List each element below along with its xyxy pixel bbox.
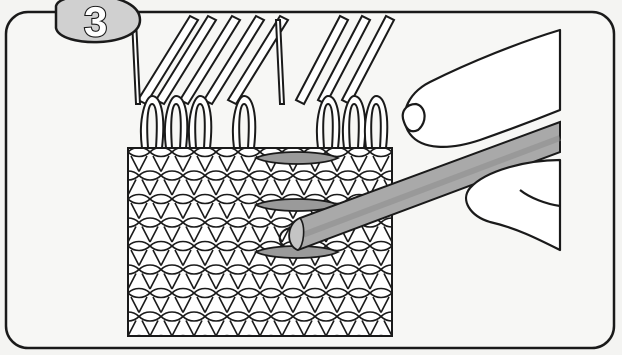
- fabric-stitch: [337, 312, 359, 321]
- fabric-stitch: [348, 242, 370, 251]
- fabric-stitch: [359, 312, 381, 321]
- fabric-stitch: [139, 218, 161, 227]
- fabric-stitch: [161, 171, 183, 180]
- fabric-stitch: [205, 171, 227, 180]
- fabric-stitch: [282, 289, 304, 298]
- fabric-stitch: [249, 171, 271, 180]
- fabric-stitch: [370, 289, 392, 298]
- fabric-stitch: [183, 171, 205, 180]
- fabric-stitch: [161, 218, 183, 227]
- fabric-stitch: [337, 265, 359, 274]
- fabric-stitch: [216, 195, 238, 204]
- fabric-stitch: [238, 289, 260, 298]
- fabric-stitch: [194, 289, 216, 298]
- fabric-stitch: [249, 312, 271, 321]
- fabric-stitch: [249, 265, 271, 274]
- fabric-stitch: [227, 218, 249, 227]
- fabric-stitch: [304, 289, 326, 298]
- fabric-stitch: [359, 171, 381, 180]
- fabric-stitch: [238, 242, 260, 251]
- fabric-stitch: [271, 312, 293, 321]
- fabric-stitch: [205, 265, 227, 274]
- fabric-stitch: [293, 171, 315, 180]
- fabric-stitch: [271, 265, 293, 274]
- fabric-stitch: [315, 171, 337, 180]
- fabric-stitch: [161, 265, 183, 274]
- fabric-stitch: [271, 171, 293, 180]
- ladder-strand: [256, 152, 338, 164]
- fabric-stitch: [359, 265, 381, 274]
- fabric-stitch: [150, 242, 172, 251]
- fingernail: [403, 104, 425, 131]
- fabric-stitch: [205, 218, 227, 227]
- fabric-stitch: [315, 312, 337, 321]
- fabric-stitch: [194, 242, 216, 251]
- fabric-stitch: [128, 195, 150, 204]
- fabric-stitch: [216, 242, 238, 251]
- fabric-stitch: [128, 289, 150, 298]
- fabric-stitch: [150, 289, 172, 298]
- fabric-stitch: [172, 289, 194, 298]
- fabric-stitch: [260, 289, 282, 298]
- fabric-stitch: [227, 171, 249, 180]
- fabric-stitch: [139, 171, 161, 180]
- fabric-stitch: [172, 195, 194, 204]
- fabric-stitch: [150, 195, 172, 204]
- fabric-stitch: [227, 265, 249, 274]
- fabric-stitch: [161, 312, 183, 321]
- fabric-stitch: [370, 242, 392, 251]
- fabric-stitch: [271, 218, 293, 227]
- fabric-stitch: [183, 312, 205, 321]
- fabric-stitch: [293, 265, 315, 274]
- fabric-stitch: [194, 195, 216, 204]
- fabric-stitch: [249, 218, 271, 227]
- fabric-stitch: [128, 242, 150, 251]
- fabric-stitch: [172, 242, 194, 251]
- fabric-stitch: [205, 312, 227, 321]
- fabric-stitch: [326, 289, 348, 298]
- step-number: 3: [84, 0, 107, 45]
- fabric-stitch: [139, 312, 161, 321]
- fabric-stitch: [315, 265, 337, 274]
- fabric-stitch: [183, 218, 205, 227]
- fabric-stitch: [183, 265, 205, 274]
- fabric-stitch: [337, 171, 359, 180]
- fabric-stitch: [139, 265, 161, 274]
- fabric-stitch: [227, 312, 249, 321]
- fabric-stitch: [238, 195, 260, 204]
- fabric-stitch: [216, 289, 238, 298]
- fabric-stitch: [348, 289, 370, 298]
- fabric-stitch: [293, 312, 315, 321]
